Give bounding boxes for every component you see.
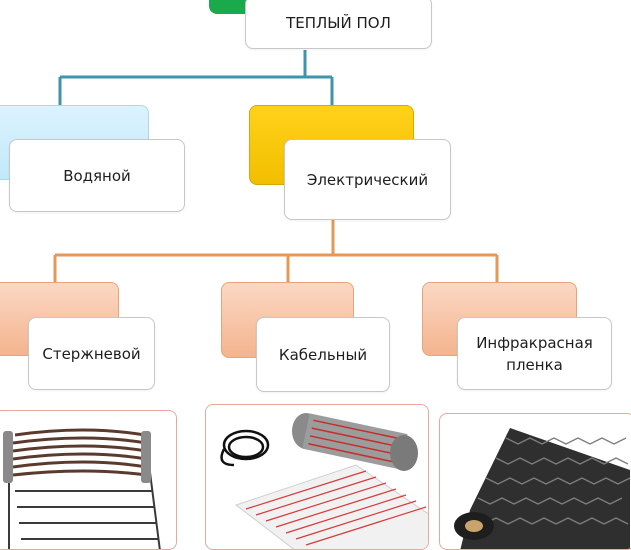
blue-connectors (58, 50, 334, 106)
node-infrared-label: Инфракрасная пленка (476, 333, 593, 374)
node-electric: Электрический (284, 139, 451, 220)
node-rod-label: Стержневой (42, 344, 141, 363)
infrared-film-roll-image (454, 428, 631, 549)
node-rod: Стержневой (28, 317, 155, 390)
photo-infrared (439, 413, 631, 550)
cable-heating-mat-image (220, 413, 428, 549)
node-electric-label: Электрический (306, 170, 429, 189)
photo-cable (205, 404, 429, 550)
photo-rod (0, 410, 177, 550)
node-water: Водяной (9, 139, 185, 212)
root-node-label: ТЕПЛЫЙ ПОЛ (286, 13, 391, 32)
root-node: ТЕПЛЫЙ ПОЛ (245, 0, 432, 49)
node-cable-label: Кабельный (278, 345, 368, 364)
node-water-label: Водяной (63, 166, 131, 185)
node-infrared: Инфракрасная пленка (457, 317, 612, 390)
orange-connectors (53, 220, 499, 283)
rod-heating-mat-image (3, 428, 161, 549)
node-cable: Кабельный (256, 317, 390, 392)
